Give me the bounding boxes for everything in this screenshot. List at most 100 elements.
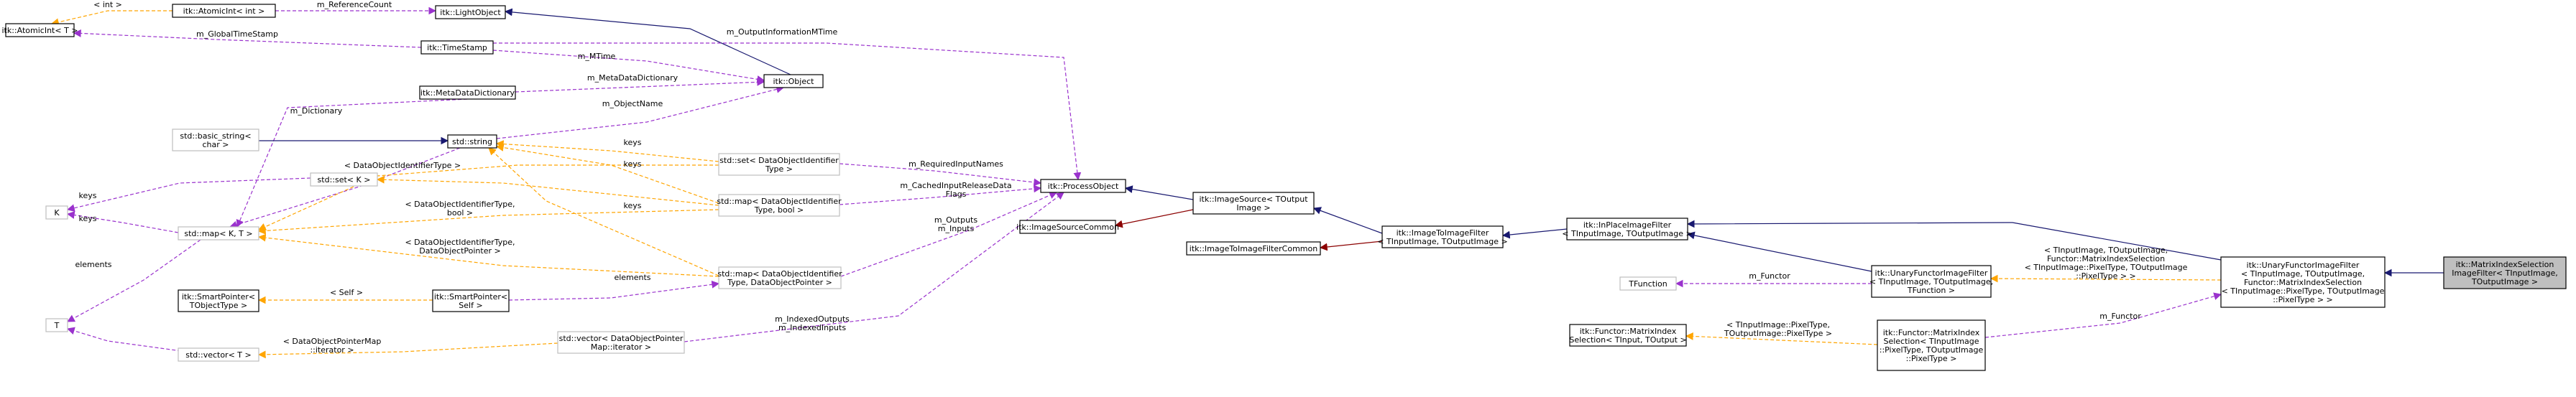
- edge-label-lbl-doit: < DataObjectIdentifierType >: [344, 161, 461, 170]
- edge-imagetoimage-to-inplace-inherit: [1501, 228, 1568, 239]
- node-box: [420, 40, 494, 55]
- node-k-node: K: [45, 205, 68, 220]
- node-label: itk::AtomicInt< int >: [183, 6, 265, 16]
- node-box: [45, 205, 68, 220]
- node-unary-inst[interactable]: itk::UnaryFunctorImageFilter< TInputImag…: [2220, 256, 2386, 308]
- edge-label-lbl-objname: m_ObjectName: [602, 99, 663, 108]
- edge-label-lbl-functor1: m_Functor: [1749, 271, 1790, 281]
- node-label: std::vector< T >: [185, 350, 251, 360]
- edge-inplace-to-unary_inst-inherit: [1686, 220, 2222, 261]
- node-box: [178, 347, 259, 362]
- node-processobject[interactable]: itk::ProcessObject: [1040, 179, 1126, 193]
- node-lightobject[interactable]: itk::LightObject: [435, 5, 506, 19]
- node-label: T: [54, 321, 60, 330]
- edge-functor_mis-to-functor_mis_inst-template: [1685, 332, 1878, 345]
- edge-imagesourcecommon-to-imagesource-protected: [1114, 209, 1194, 228]
- node-label: itk::ImageToImageFilter< TInputImage, TO…: [1377, 228, 1507, 246]
- node-basic-string: std::basic_string<char >: [172, 129, 259, 151]
- edge-map_kt-to-set_doit-template: [258, 164, 719, 230]
- node-label: itk::SmartPointer<TObjectType >: [182, 292, 255, 310]
- edge-std_string-to-map_doit_bool-template: [495, 144, 719, 204]
- edge-imagetoimagecommon-to-imagetoimage-protected: [1319, 240, 1383, 251]
- edge-label-lbl-self: < Self >: [330, 288, 363, 297]
- edge-vector_dop-to-processobject-usage: [684, 192, 1064, 342]
- edge-timestamp-to-processobject-usage: [493, 42, 1082, 181]
- node-imagetoimage[interactable]: itk::ImageToImageFilter< TInputImage, TO…: [1377, 225, 1508, 248]
- node-box: [1381, 225, 1504, 248]
- node-box: [1019, 220, 1116, 234]
- node-unary-generic[interactable]: itk::UnaryFunctorImageFilter< TInputImag…: [1869, 265, 1993, 298]
- edge-map_kt-to-map_doit_bool-template: [257, 209, 719, 235]
- edge-label-lbl-int: < int >: [93, 0, 122, 9]
- edge-label-lbl-elements2: elements: [614, 273, 650, 282]
- node-object[interactable]: itk::Object: [763, 74, 824, 88]
- node-metadatadict[interactable]: itk::MetaDataDictionary: [419, 85, 516, 100]
- node-label: itk::UnaryFunctorImageFilter< TInputImag…: [2222, 261, 2385, 304]
- edge-map_doit_bool-to-processobject-usage: [839, 185, 1042, 205]
- edge-label-lbl-globalts: m_GlobalTimeStamp: [196, 29, 278, 39]
- node-label: std::set< K >: [318, 175, 371, 185]
- edge-label-lbl-functor2: m_Functor: [2099, 312, 2141, 321]
- edge-atomicint_t-to-atomicint_int-template: [50, 10, 172, 27]
- node-atomicint-int[interactable]: itk::AtomicInt< int >: [172, 4, 276, 18]
- edge-std_string-to-map_kt-usage: [229, 147, 461, 229]
- edge-label-lbl-keys4: keys: [79, 214, 97, 223]
- node-label: itk::AtomicInt< T >: [1, 26, 78, 35]
- node-label: std::map< K, T >: [184, 229, 252, 238]
- edge-metadatadict-to-map_kt-usage: [236, 98, 468, 228]
- edge-atomicint_t-to-timestamp-usage: [73, 29, 422, 48]
- edge-label-lbl-refcount: m_ReferenceCount: [317, 0, 392, 9]
- edge-vector_t-to-vector_dop-template: [257, 342, 558, 359]
- edge-timestamp-to-object-usage: [492, 50, 765, 83]
- node-label: std::basic_string<char >: [180, 131, 251, 149]
- edge-set_doit-to-processobject-usage: [839, 163, 1042, 187]
- node-timestamp[interactable]: itk::TimeStamp: [420, 40, 494, 55]
- edge-map_kt-to-map_doit_dop-template: [257, 233, 719, 277]
- node-box: [2443, 256, 2567, 289]
- node-box: [1871, 265, 1992, 298]
- node-std-string[interactable]: std::string: [447, 134, 497, 149]
- edge-label-lbl-keys3: keys: [79, 191, 97, 200]
- edge-label-lbl-reqinput: m_RequiredInputNames: [908, 159, 1003, 169]
- node-box: [419, 85, 516, 100]
- node-smartptr-self[interactable]: itk::SmartPointer<Self >: [432, 289, 510, 312]
- edge-label-lbl-pixeltype: < TInputImage::PixelType,TOutputImage::P…: [1724, 320, 1832, 338]
- node-box: [1040, 179, 1126, 193]
- edge-label-lbl-unary-tpl: < TInputImage, TOutputImage,Functor::Mat…: [2025, 246, 2188, 281]
- node-inplace[interactable]: itk::InPlaceImageFilter< TInputImage, TO…: [1562, 218, 1693, 240]
- edge-k_node-to-set_k-usage: [66, 177, 311, 212]
- node-box: [432, 289, 510, 312]
- node-box: [172, 4, 276, 18]
- node-imagesourcecommon[interactable]: itk::ImageSourceCommon: [1016, 220, 1119, 234]
- edge-label-lbl-doit-bool: < DataObjectIdentifierType,bool >: [405, 200, 515, 218]
- edge-label-lbl-mdd: m_MetaDataDictionary: [587, 73, 678, 83]
- node-box: [172, 129, 259, 151]
- node-smartptr-dot[interactable]: itk::SmartPointer<TObjectType >: [178, 289, 259, 312]
- node-box: [447, 134, 497, 149]
- node-box: [1566, 218, 1688, 240]
- node-t-node: T: [45, 318, 68, 332]
- node-box: [435, 5, 506, 19]
- node-vector-t: std::vector< T >: [178, 347, 259, 362]
- node-label: itk::TimeStamp: [427, 43, 487, 52]
- node-atomicint-t[interactable]: itk::AtomicInt< T >: [1, 23, 78, 37]
- node-box: [178, 289, 259, 312]
- edge-label-lbl-outinfo: m_OutputInformationMTime: [727, 27, 838, 37]
- node-box: [557, 331, 685, 354]
- node-imagetoimagecommon[interactable]: itk::ImageToImageFilterCommon: [1186, 241, 1321, 256]
- node-box: [2220, 256, 2386, 308]
- node-label: itk::UnaryFunctorImageFilter< TInputImag…: [1869, 268, 1993, 295]
